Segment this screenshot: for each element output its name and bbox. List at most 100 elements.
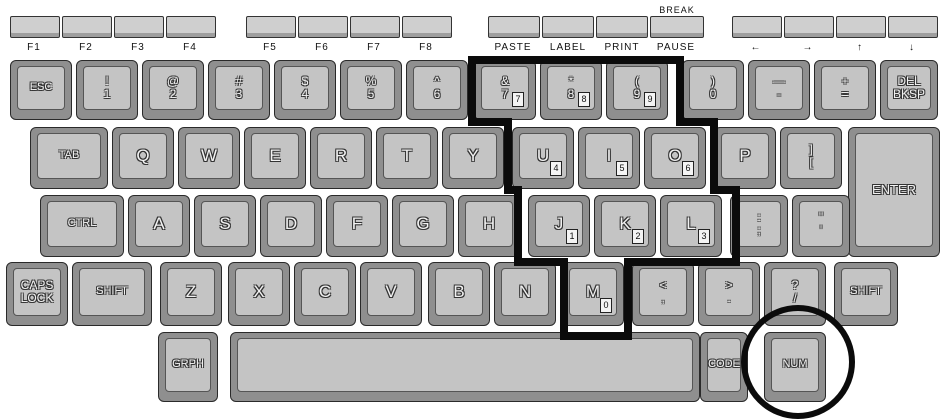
key-8-label: 8 [568, 88, 575, 101]
key-g-cap: G [399, 201, 447, 247]
num-keycap: NUM [771, 338, 819, 392]
esc-key: ESC [10, 60, 72, 120]
del-bksp-keycap: DELBKSP [887, 66, 931, 110]
key-n-cap: N [501, 268, 549, 316]
key-r-label: R [335, 147, 347, 165]
right-shift-label: SHIFT [850, 286, 882, 298]
key-4-cap: $4 [281, 66, 329, 110]
key-7-label: 7 [502, 88, 509, 101]
key-m-label: M [586, 283, 600, 301]
key-w-label: W [201, 147, 217, 165]
semicolon-keycap: :; [737, 201, 781, 247]
f2-label: F2 [62, 42, 110, 54]
ctrl-key: CTRL [40, 195, 124, 257]
minus-key: —- [748, 60, 810, 120]
f3-label: F3 [114, 42, 162, 54]
key-u-label: U [537, 147, 549, 165]
quote-label: ' [820, 224, 822, 237]
key-p: P [714, 127, 776, 189]
numpad-2-label: 2 [632, 229, 644, 244]
period-label: . [727, 292, 730, 305]
key-p-cap: P [721, 133, 769, 179]
key-y-cap: Y [449, 133, 497, 179]
caps-lock-keycap: CAPSLOCK [13, 268, 61, 316]
enter-keycap: ENTER [855, 133, 933, 247]
key-e: E [244, 127, 306, 189]
key-k-cap: K2 [601, 201, 649, 247]
key-f-cap: F [333, 201, 381, 247]
key-5: %5 [340, 60, 402, 120]
f4-key [166, 16, 216, 38]
key-e-cap: E [251, 133, 299, 179]
pause-label: PAUSE [648, 42, 704, 54]
key-3-label: 3 [236, 88, 243, 101]
key-9-label: 9 [634, 88, 641, 101]
f5-key [246, 16, 296, 38]
left-shift-key: SHIFT [72, 262, 152, 326]
tab-label: TAB [59, 150, 80, 162]
key-s-cap: S [201, 201, 249, 247]
key-a-cap: A [135, 201, 183, 247]
key-a: A [128, 195, 190, 257]
key-5-cap: %5 [347, 66, 395, 110]
key-1-label: 1 [104, 88, 111, 101]
numpad-1-label: 1 [566, 229, 578, 244]
ctrl-label: CTRL [68, 218, 97, 230]
print-key [596, 16, 648, 38]
slash-label: / [793, 292, 796, 305]
key-m: M0 [562, 262, 624, 326]
key-f: F [326, 195, 388, 257]
space-bar-cap [237, 338, 693, 392]
key-2-cap: @2 [149, 66, 197, 110]
key-v-label: V [385, 283, 396, 301]
key-t: T [376, 127, 438, 189]
key-0-cap: )0 [689, 66, 737, 110]
left-arrow-label: ← [732, 42, 780, 54]
key-a-label: A [153, 215, 164, 233]
f8-key [402, 16, 452, 38]
period-keycap: >. [705, 268, 753, 316]
numpad-8-label: 8 [578, 92, 590, 107]
paste-label: PASTE [484, 42, 542, 54]
key-i-label: I [607, 147, 612, 165]
right-arrow-key [784, 16, 834, 38]
num-label: NUM [782, 359, 807, 371]
key-b-cap: B [435, 268, 483, 316]
key-q-label: Q [136, 147, 149, 165]
minus-keycap: —- [755, 66, 803, 110]
up-arrow-key [836, 16, 886, 38]
numpad-4-label: 4 [550, 161, 562, 176]
key-d-cap: D [267, 201, 315, 247]
key-p-label: P [739, 147, 750, 165]
key-1: !1 [76, 60, 138, 120]
key-d: D [260, 195, 322, 257]
key-z-cap: Z [167, 268, 215, 316]
key-v: V [360, 262, 422, 326]
key-4: $4 [274, 60, 336, 120]
period-key: >. [698, 262, 760, 326]
numpad-0-label: 0 [600, 298, 612, 313]
key-j-label: J [555, 215, 564, 233]
numpad-6-label: 6 [682, 161, 694, 176]
key-d-label: D [285, 215, 297, 233]
numpad-5-label: 5 [616, 161, 628, 176]
down-arrow-key [888, 16, 938, 38]
bksp-label: BKSP [893, 88, 925, 101]
graph-key: GRPH [158, 332, 218, 402]
f1-key [10, 16, 60, 38]
key-h-cap: H [465, 201, 513, 247]
graph-keycap: GRPH [165, 338, 211, 392]
down-arrow-label: ↓ [888, 42, 936, 54]
key-b-label: B [453, 283, 464, 301]
lock-label: LOCK [21, 292, 54, 305]
key-0: )0 [682, 60, 744, 120]
code-keycap: CODE [707, 338, 741, 392]
graph-label: GRPH [172, 359, 204, 371]
key-c-label: C [319, 283, 331, 301]
key-5-label: 5 [368, 88, 375, 101]
bracket-keycap: ][ [787, 133, 835, 179]
key-0-label: 0 [710, 88, 717, 101]
